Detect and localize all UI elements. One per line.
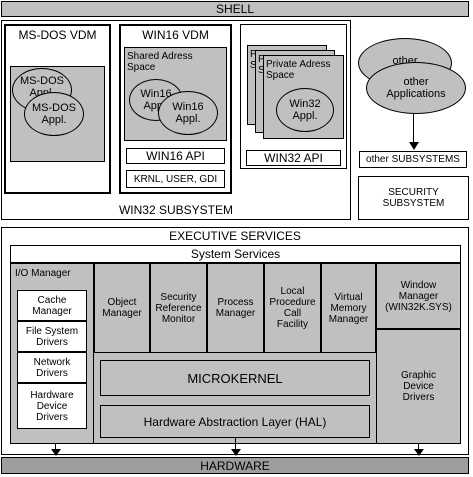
security-reference-monitor-box: Security Reference Monitor	[150, 263, 207, 353]
network-drivers-box: Network Drivers	[17, 352, 87, 383]
security-subsystem-box: SECURITY SUBSYSTEM	[358, 176, 469, 220]
arrow-head-graphic	[414, 449, 424, 456]
other-subsystems-box: other SUBSYSTEMS	[359, 151, 467, 168]
win16-vdm-title: WIN16 VDM	[142, 28, 209, 42]
hal-box: Hardware Abstraction Layer (HAL)	[100, 405, 370, 438]
executive-title: EXECUTIVE SERVICES	[169, 229, 301, 243]
win32-subsystem-label: WIN32 SUBSYSTEM	[118, 203, 234, 217]
win32-api-box: WIN32 API	[246, 150, 341, 166]
win32-private-space-label: Private Adress Space	[266, 59, 331, 82]
arrow-line-graphic	[418, 444, 419, 450]
msdos-app-front: MS-DOS Appl.	[24, 92, 84, 136]
hardware-device-drivers-box: Hardware Device Drivers	[17, 383, 87, 429]
object-manager-box: Object Manager	[94, 263, 150, 353]
process-manager-box: Process Manager	[207, 263, 264, 353]
msdos-vdm-box: MS-DOS VDM	[4, 24, 111, 194]
virtual-memory-manager-box: Virtual Memory Manager	[321, 263, 376, 353]
msdos-vdm-title: MS-DOS VDM	[18, 28, 97, 42]
win16-api-box: WIN16 API	[126, 148, 225, 164]
win16-libs-box: KRNL, USER, GDI	[126, 170, 225, 188]
system-services-bar: System Services	[10, 245, 461, 263]
io-manager-label: I/O Manager	[15, 268, 71, 279]
shell-bar: SHELL	[1, 1, 469, 17]
graphic-device-drivers-box: Graphic Device Drivers	[376, 329, 461, 444]
win16-shared-space-label: Shared Adress Space	[127, 51, 193, 74]
local-procedure-call-box: Local Procedure Call Facility	[264, 263, 321, 353]
arrow-head-io	[51, 449, 61, 456]
shell-label: SHELL	[215, 2, 255, 16]
arrow-line-io	[55, 444, 56, 450]
win16-app-front: Win16 Appl.	[158, 91, 218, 135]
window-manager-box: Window Manager (WIN32K.SYS)	[376, 263, 461, 329]
hardware-bar: HARDWARE	[1, 457, 469, 474]
win32-app: Win32 Appl.	[276, 88, 334, 132]
file-system-drivers-box: File System Drivers	[17, 321, 87, 352]
other-app-front: other Applications	[366, 62, 466, 114]
arrow-head-hal	[231, 449, 241, 456]
microkernel-box: MICROKERNEL	[100, 360, 370, 396]
other-arrow-head	[409, 142, 419, 150]
cache-manager-box: Cache Manager	[17, 290, 87, 321]
arrow-line-hal	[235, 438, 236, 450]
other-arrow-line	[413, 114, 414, 144]
